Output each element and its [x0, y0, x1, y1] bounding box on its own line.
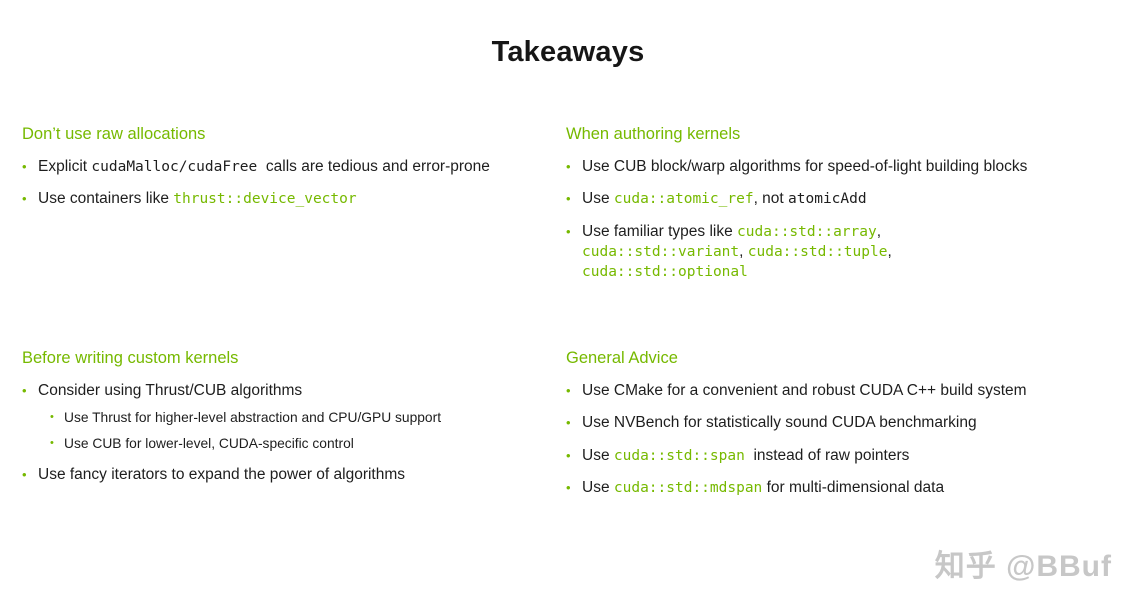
bullet-item: • Use fancy iterators to expand the power…	[22, 465, 556, 485]
bullet-marker: •	[566, 447, 571, 463]
text-segment: Use CMake for a convenient and robust CU…	[582, 381, 1027, 399]
code-segment: cudaMalloc/cudaFree	[91, 158, 258, 175]
text-segment: ,	[876, 222, 882, 240]
bullet-marker: •	[22, 191, 27, 207]
bullet-list: • Use CUB block/warp algorithms for speed…	[566, 157, 1132, 283]
text-segment: Use containers like	[38, 190, 174, 208]
code-segment: cuda::std::mdspan	[613, 479, 763, 496]
code-segment: cuda::std::tuple	[747, 243, 888, 260]
bullet-text: Use cuda::std::mdspan for multi-dimensio…	[582, 478, 1132, 498]
text-segment: Use CUB block/warp algorithms for speed-…	[582, 157, 1028, 175]
bullet-item: • Use CUB block/warp algorithms for speed…	[566, 157, 1132, 177]
bullet-item: • Use CMake for a convenient and robust C…	[566, 381, 1132, 401]
section-heading: General Advice	[566, 349, 678, 367]
bullet-list: • Consider using Thrust/CUB algorithms • Us…	[22, 381, 556, 486]
bullet-item: • Consider using Thrust/CUB algorithms	[22, 381, 556, 401]
sub-bullet-item: • Use Thrust for higher-level abstraction…	[50, 409, 556, 427]
text-segment: calls are tedious and error-prone	[257, 157, 490, 175]
section-dont-use-raw-allocations: Don’t use raw allocations • Explicit cuda…	[22, 124, 504, 210]
text-segment: Explicit	[38, 157, 92, 175]
bullet-marker: •	[566, 158, 571, 174]
text-segment: ,	[739, 242, 748, 260]
code-segment: thrust::device_vector	[173, 191, 357, 208]
slide-title: Takeaways	[491, 36, 645, 68]
text-segment: Use CUB for lower-level, CUDA-specific c…	[64, 436, 354, 452]
text-segment: Use familiar types like	[582, 222, 738, 240]
bullet-text: Use CUB block/warp algorithms for speed-…	[582, 157, 1132, 177]
section-heading: Don’t use raw allocations	[22, 125, 206, 143]
bullet-item: • Use familiar types like cuda::std::arra…	[566, 222, 1132, 283]
section-heading: Before writing custom kernels	[22, 349, 239, 367]
bullet-text: Explicit cudaMalloc/cudaFree calls are t…	[38, 157, 504, 177]
section-general-advice: General Advice • Use CMake for a convenie…	[566, 348, 1132, 498]
bullet-text: Use cuda::atomic_ref, not atomicAdd	[582, 189, 1132, 209]
text-segment: Use	[582, 190, 614, 208]
code-segment: atomicAdd	[788, 191, 867, 208]
bullet-marker: •	[566, 191, 571, 207]
bullet-text: Use fancy iterators to expand the power …	[38, 465, 556, 485]
section-when-authoring-kernels: When authoring kernels • Use CUB block/wa…	[566, 124, 1132, 283]
bullet-marker: •	[50, 437, 54, 450]
text-segment: Use Thrust for higher-level abstraction …	[64, 410, 442, 426]
bullet-item: • Use cuda::std::mdspan for multi-dimensi…	[566, 478, 1132, 498]
bullet-text: Use Thrust for higher-level abstraction …	[64, 409, 556, 427]
text-segment: for multi-dimensional data	[762, 478, 945, 496]
bullet-marker: •	[566, 479, 571, 495]
bullet-marker: •	[22, 467, 27, 483]
text-segment: Use	[582, 478, 614, 496]
code-segment: cuda::std::array	[737, 223, 877, 240]
bullet-marker: •	[566, 382, 571, 398]
bullet-list: • Use CMake for a convenient and robust C…	[566, 381, 1132, 499]
bullet-item: • Use cuda::atomic_ref, not atomicAdd	[566, 189, 1132, 209]
bullet-marker: •	[566, 223, 571, 239]
code-segment: cuda::std::optional	[582, 264, 748, 281]
bullet-text: Use CUB for lower-level, CUDA-specific c…	[64, 435, 556, 453]
bullet-list: • Explicit cudaMalloc/cudaFree calls are …	[22, 157, 504, 210]
bullet-text: Use cuda::std::span instead of raw point…	[582, 446, 1132, 466]
code-segment: cuda::atomic_ref	[613, 191, 754, 208]
bullet-text: Use NVBench for statistically sound CUDA…	[582, 413, 1132, 433]
sub-bullet-item: • Use CUB for lower-level, CUDA-specific …	[50, 435, 556, 453]
bullet-marker: •	[50, 411, 54, 424]
bullet-text: Use familiar types like cuda::std::array…	[582, 222, 1132, 283]
zhihu-watermark: 知乎 @BBuf	[934, 550, 1112, 583]
text-segment: , not	[753, 190, 789, 208]
bullet-marker: •	[22, 158, 27, 174]
bullet-marker: •	[22, 382, 27, 398]
code-segment: cuda::std::variant	[582, 243, 740, 260]
code-segment: cuda::std::span	[613, 447, 745, 464]
section-heading: When authoring kernels	[566, 125, 741, 143]
text-segment: Use	[582, 446, 614, 464]
text-segment: ,	[887, 242, 892, 260]
bullet-item: • Use NVBench for statistically sound CUD…	[566, 413, 1132, 433]
text-segment: Use fancy iterators to expand the power …	[38, 466, 406, 484]
section-before-writing-custom-kernels: Before writing custom kernels • Consider …	[22, 348, 556, 486]
bullet-text: Use containers like thrust::device_vecto…	[38, 189, 504, 209]
text-segment: instead of raw pointers	[744, 446, 910, 464]
text-segment: Consider using Thrust/CUB algorithms	[38, 381, 303, 399]
bullet-marker: •	[566, 415, 571, 431]
bullet-item: • Explicit cudaMalloc/cudaFree calls are …	[22, 157, 504, 177]
bullet-text: Use CMake for a convenient and robust CU…	[582, 381, 1132, 401]
bullet-item: • Use cuda::std::span instead of raw poin…	[566, 446, 1132, 466]
bullet-text: Consider using Thrust/CUB algorithms	[38, 381, 556, 401]
bullet-item: • Use containers like thrust::device_vect…	[22, 189, 504, 209]
text-segment: Use NVBench for statistically sound CUDA…	[582, 414, 977, 432]
